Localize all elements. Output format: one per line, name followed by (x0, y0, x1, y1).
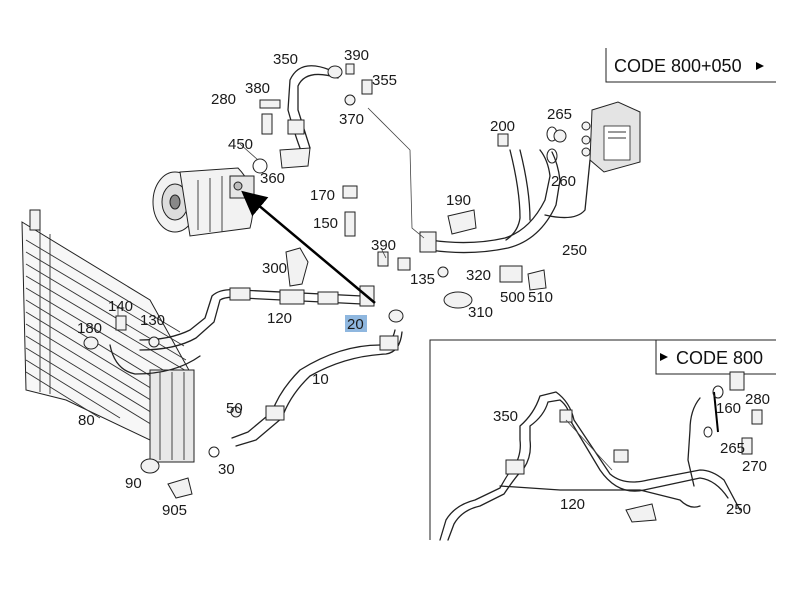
label-250: 250 (562, 242, 587, 259)
label-50: 50 (226, 400, 243, 417)
label-350: 350 (273, 51, 298, 68)
label-390: 390 (371, 237, 396, 254)
label-355: 355 (372, 72, 397, 89)
leader-lines (117, 107, 425, 316)
condenser (21, 209, 195, 463)
label-130: 130 (140, 312, 165, 329)
inset-label-250: 250 (726, 501, 751, 518)
inset-label-280: 280 (745, 391, 770, 408)
label-380: 380 (245, 80, 270, 97)
label-320: 320 (466, 267, 491, 284)
label-450: 450 (228, 136, 253, 153)
expansion-valve (581, 101, 641, 173)
label-500: 500 (500, 289, 525, 306)
hose-120 (109, 285, 375, 375)
compressor (152, 167, 255, 237)
label-300: 300 (262, 260, 287, 277)
label-390-top: 390 (344, 47, 369, 64)
arrow (241, 190, 376, 304)
inset-label-270: 270 (742, 458, 767, 475)
highlight-20 (345, 315, 367, 332)
label-80: 80 (78, 412, 95, 429)
small-parts (83, 63, 567, 499)
label-90: 90 (125, 475, 142, 492)
label-190: 190 (446, 192, 471, 209)
inset-label-265: 265 (720, 440, 745, 457)
code-box-top: CODE 800+050 (605, 48, 776, 83)
label-905: 905 (162, 502, 187, 519)
label-280: 280 (211, 91, 236, 108)
label-260: 260 (551, 173, 576, 190)
label-120: 120 (267, 310, 292, 327)
inset-label-120: 120 (560, 496, 585, 513)
inset-labels: 350 280 160 265 270 120 250 (493, 391, 770, 518)
code-800: CODE 800 (676, 348, 763, 368)
part-labels: 350 390 355 380 280 370 450 360 265 200 … (77, 47, 587, 519)
hose-350 (279, 65, 343, 169)
label-310: 310 (468, 304, 493, 321)
label-10: 10 (312, 371, 329, 388)
inset-label-160: 160 (716, 400, 741, 417)
code-800-050: CODE 800+050 (614, 56, 742, 76)
label-170: 170 (310, 187, 335, 204)
label-200: 200 (490, 118, 515, 135)
label-360: 360 (260, 170, 285, 187)
label-265: 265 (547, 106, 572, 123)
label-140: 140 (108, 298, 133, 315)
label-180: 180 (77, 320, 102, 337)
label-135: 135 (410, 271, 435, 288)
label-510: 510 (528, 289, 553, 306)
inset-label-350: 350 (493, 408, 518, 425)
label-150: 150 (313, 215, 338, 232)
inset-panel: CODE 800 (429, 339, 776, 541)
label-20: 20 (347, 316, 364, 333)
hose-250 (419, 149, 591, 254)
hose-10 (231, 309, 404, 447)
label-370: 370 (339, 111, 364, 128)
label-30: 30 (218, 461, 235, 478)
